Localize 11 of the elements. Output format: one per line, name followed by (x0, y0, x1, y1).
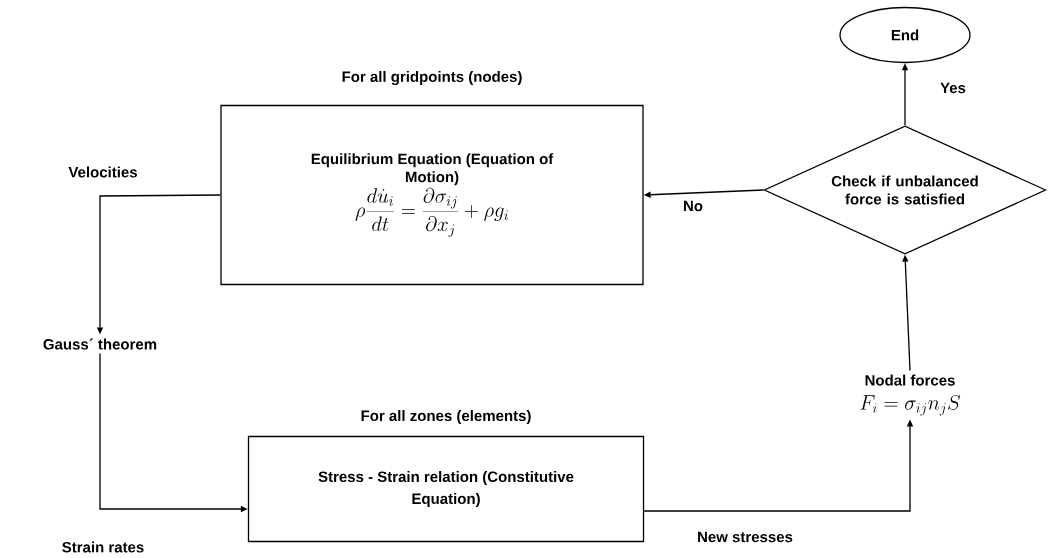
formula-text: Nodal forces $F_i=\sigma_{ij}n_jS$ (860, 374, 961, 416)
process-box: Stress - Strain relation (Constitutive Equation) (247, 435, 645, 543)
edge-label: Strain rates (60, 540, 146, 554)
heading-text: For all gridpoints (nodes) (342, 71, 522, 86)
edge-label: New stresses (696, 530, 794, 544)
edge-label: Yes (939, 81, 967, 95)
edge-label: Velocities (67, 165, 139, 179)
edge-label: No (682, 199, 704, 213)
step-text: Gauss´ theorem (43, 338, 157, 350)
process-box: Equilibrium Equation (Equation of Motion) $\rho\frac{d\dot{u}_i}{dt}=\frac{\partial\sigma_{ij}}{\partial x_j}+\rho g_i$ (220, 104, 644, 286)
heading-text: For all zones (elements) (361, 410, 531, 424)
